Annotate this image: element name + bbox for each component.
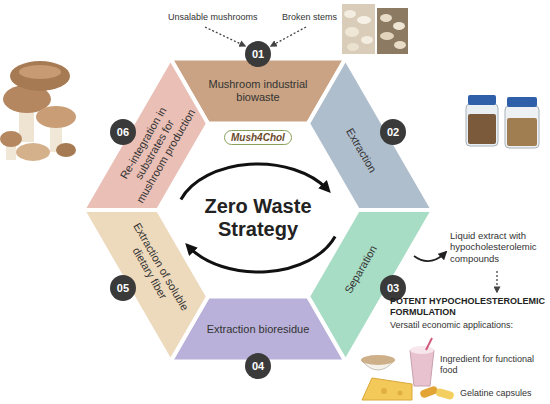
jar-body [505,106,539,148]
segment-text: Extraction bioresidue [204,323,312,336]
mushroom-photo [0,61,76,161]
mushroom-cap-shine [19,65,61,79]
powder-bowl [361,355,395,370]
stem-piece [394,41,406,49]
mushroom-cap [0,131,22,147]
callout-number: 04 [245,353,271,379]
straw [426,338,432,350]
logo-text: Mush4Chol [224,130,292,145]
jar-lid [507,97,537,107]
segment-label: Mushroom industrial biowaste [204,78,312,104]
capsule [419,385,439,399]
stem-piece [380,14,392,22]
note-label: Ingredient for functional food [440,354,546,376]
jar-lid [468,95,496,105]
separation-arrow [414,252,446,261]
callout-number: 06 [110,119,136,145]
photo-frame [342,4,375,54]
mushroom-cap [10,61,70,91]
leader-arrow [271,27,306,46]
note-label: Liquid extract with hypocholesterolemic … [450,230,548,264]
stem-piece [344,10,356,18]
note-label: Gelatine capsules [460,388,532,399]
note-label: Broken stems [282,12,337,23]
capsules [419,385,455,400]
center-title: Zero Waste Strategy [195,195,321,241]
stem-piece [347,43,359,51]
milkshake-glass [410,338,434,386]
cheese-hole [398,391,403,396]
cycle-arrow [189,237,336,273]
jar-content [468,114,496,144]
note-label: Versatil economic applications: [390,320,513,331]
cycle-arrow [181,164,328,200]
callout-number: 02 [380,119,406,145]
jar-body [466,104,498,146]
segment-text: Mushroom industrial biowaste [204,78,312,104]
stem-piece [357,16,371,24]
jar-content [507,118,537,146]
callout-number: 05 [110,275,136,301]
foam [410,346,434,354]
glass [410,350,434,386]
leader-arrow [496,271,497,292]
note-label: Unsalable mushrooms [168,12,258,23]
jars-photo [466,95,539,148]
center-hexagon: Mush4CholZero Waste Strategy [155,120,361,300]
cheese [362,378,412,400]
stem-piece [345,27,359,37]
capsule [435,388,454,400]
callout-number: 01 [245,41,271,67]
stem-piece [393,22,405,30]
center-fill [158,123,358,296]
stems-photo [342,4,408,54]
mushroom-cap [36,106,76,128]
cheese-hole [381,388,387,394]
cheese-wedge [362,378,412,400]
mushroom-cap [56,143,76,157]
segment-label: Extraction bioresidue [204,323,312,336]
stem-piece [361,36,373,44]
powder [361,355,395,365]
photo-frame [377,8,408,54]
stem-piece [380,32,394,40]
note-label: POTENT HYPOCHOLESTEROLEMIC FORMULATION [390,296,546,318]
mushroom-cap [16,143,50,161]
leader-arrow [205,27,245,46]
